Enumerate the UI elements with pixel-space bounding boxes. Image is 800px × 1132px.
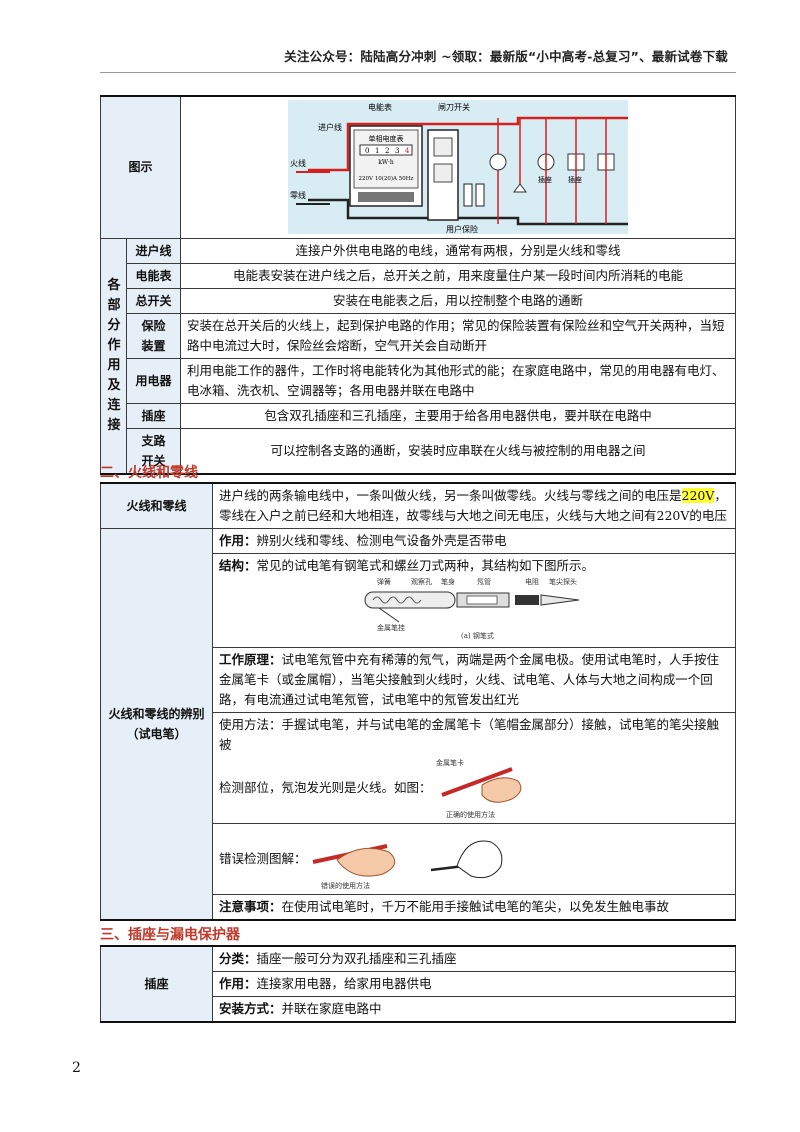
wrong-usage-figure-2 [430, 840, 502, 879]
row-name: 电能表 [125, 262, 182, 289]
voltage-highlight: 220V [681, 488, 715, 503]
row-name: 支路开关 [125, 427, 182, 474]
meter-title: 单相电度表 [369, 134, 404, 143]
row-desc: 电能表安装在进户线之后，总开关之前，用来度量住户某一段时间内所消耗的电能 [180, 262, 736, 289]
tester-principle: 工作原理：试电笔氖管中充有稀薄的氖气，两端是两个金属电极。使用试电笔时，人手按住… [212, 647, 736, 713]
part-label: 观察孔 [411, 577, 432, 586]
field-text: 并联在家庭电路中 [281, 1001, 382, 1016]
live-neutral-label: 火线和零线 [100, 482, 213, 529]
field-text: 检测部位，氖泡发光则是火线。如图： [219, 780, 432, 795]
socket-row: 安装方式：并联在家庭电路中 [212, 996, 736, 1023]
tester-method: 使用方法：手握试电笔，并与试电笔的金属笔卡（笔帽金属部分）接触，试电笔的笔尖接触… [212, 712, 736, 824]
diagram-label: 图示 [99, 95, 182, 239]
row-name: 用电器 [125, 357, 182, 404]
tester-note: 注意事项：在使用试电笔时，千万不能用手接触试电笔的笔尖，以免发生触电事故 [212, 894, 736, 921]
field-title: 结构： [219, 558, 257, 573]
socket-label: 插座 [100, 945, 213, 1023]
group-label: 各部分作用及连接 [100, 237, 127, 474]
household-circuit-diagram: 单相电度表 0 1 2 3 4 kW·h 220V 10(20)A 50Hz 电… [288, 100, 628, 235]
tester-label: 火线和零线的辨别 （试电笔） [100, 528, 213, 921]
row-name-text: 支路开关 [141, 433, 166, 468]
meter-digit: 2 [385, 147, 389, 155]
row-name-text: 保险装置 [141, 318, 166, 353]
section-title: 三、插座与漏电保护器 [100, 927, 240, 943]
field-title: 分类： [219, 951, 257, 966]
meter-digit: 0 [365, 147, 369, 155]
row-name: 插座 [125, 402, 182, 429]
socket-row: 分类：插座一般可分为双孔插座和三孔插座 [212, 945, 736, 972]
household-circuit-table: 图示 单相电度表 0 1 2 [99, 95, 736, 475]
part-label: 氖管 [477, 577, 491, 586]
part-label: 电阻 [525, 577, 539, 586]
part-label: 笔尖探头 [549, 577, 577, 586]
field-text: 试电笔氖管中充有稀薄的氖气，两端是两个金属电极。使用试电笔时，人手按住金属笔卡（… [219, 652, 720, 707]
tester-wrong: 错误检测图解： 错误的使用方法 [212, 823, 736, 895]
pen-tester-figure: 弹簧 观察孔 笔身 氖管 电阻 笔尖探头 金属笔挂 (a) 钢笔式 [364, 577, 580, 640]
socket-table: 插座 分类：插座一般可分为双孔插座和三孔插座 作用：连接家用电器，给家用电器供电… [100, 945, 736, 1023]
field-title: 注意事项： [219, 899, 282, 914]
row-desc: 利用电能工作的器件，工作时将电能转化为其他形式的能；在家庭电路中，常见的用电器有… [180, 357, 736, 404]
row-desc: 安装在电能表之后，用以控制整个电路的通断 [180, 287, 736, 314]
meter-digit: 1 [375, 147, 379, 155]
field-title: 作用： [219, 533, 257, 548]
part-label: 笔身 [441, 577, 455, 586]
part-label: 金属笔挂 [377, 623, 405, 632]
row-name: 进户线 [125, 237, 182, 264]
row-name: 总开关 [125, 287, 182, 314]
tester-label-line: 火线和零线的辨别 [108, 707, 205, 721]
socket-row: 作用：连接家用电器，给家用电器供电 [212, 971, 736, 997]
neutral-wire-label: 零线 [290, 190, 306, 200]
row-desc: 安装在总开关后的火线上，起到保护电路的作用；常见的保险装置有保险丝和空气开关两种… [180, 312, 736, 359]
field-text: 在使用试电笔时，千万不能用手接触试电笔的笔尖，以免发生触电事故 [281, 899, 670, 914]
meter-digit: 4 [405, 147, 410, 155]
row-name: 保险装置 [125, 312, 182, 359]
socket-label-2: 插座 [568, 175, 582, 184]
live-wire-label: 火线 [290, 158, 306, 168]
group-label-text: 各部分作用及连接 [107, 277, 121, 433]
meter-digit: 3 [395, 147, 399, 155]
correct-usage-figure: 金属笔卡 正确的使用方法 [436, 758, 521, 819]
meter-spec: 220V 10(20)A 50Hz [359, 175, 414, 182]
live-neutral-table: 火线和零线 进户线的两条输电线中，一条叫做火线，另一条叫做零线。火线与零线之间的… [100, 482, 736, 921]
tester-label-line: （试电笔） [126, 727, 187, 741]
meter-unit: kW·h [378, 159, 394, 166]
live-neutral-desc: 进户线的两条输电线中，一条叫做火线，另一条叫做零线。火线与零线之间的电压是220… [212, 482, 736, 529]
wrong-usage-figure: 错误的使用方法 [312, 844, 395, 890]
field-text: 连接家用电器，给家用电器供电 [256, 976, 432, 991]
tester-structure: 结构：常见的试电笔有钢笔式和螺丝刀式两种，其结构如下图所示。 弹簧 观察孔 笔身… [212, 553, 736, 648]
socket-label: 插座 [538, 175, 552, 184]
tester-use: 作用：辨别火线和零线、检测电气设备外壳是否带电 [212, 528, 736, 554]
page-header: 关注公众号：陆陆高分冲刺 ~领取：最新版“小中高考-总复习”、最新试卷下载 [284, 49, 728, 64]
knife-switch-label: 闸刀开关 [438, 102, 470, 112]
row-desc: 连接户外供电电路的电线，通常有两根，分别是火线和零线 [180, 237, 736, 264]
part-label: 金属笔卡 [436, 758, 464, 767]
meter-digits: 0 1 2 3 4 [359, 144, 413, 156]
figure-caption: (a) 钢笔式 [461, 631, 494, 640]
desc-text: 进户线的两条输电线中，一条叫做火线，另一条叫做零线。火线与零线之间的电压是 [219, 488, 682, 503]
section-title: 二、火线和零线 [100, 465, 198, 481]
field-title: 作用： [219, 976, 257, 991]
figure-caption: 错误的使用方法 [321, 881, 370, 890]
header-rule [100, 72, 736, 73]
field-text: 插座一般可分为双孔插座和三孔插座 [256, 951, 457, 966]
row-desc: 可以控制各支路的通断，安装时应串联在火线与被控制的用电器之间 [180, 427, 736, 474]
meter-label: 电能表 [368, 102, 392, 112]
field-title: 安装方式： [219, 1001, 282, 1016]
diagram-cell: 单相电度表 0 1 2 3 4 kW·h 220V 10(20)A 50Hz 电… [180, 95, 736, 239]
figure-caption: 正确的使用方法 [446, 810, 495, 819]
row-desc: 包含双孔插座和三孔插座，主要用于给各用电器供电，要并联在电路中 [180, 402, 736, 429]
desc-text: ，零线在入户之前已经和大地相连，故零线与大地之间无电压，火线与大地之间有220V… [219, 488, 727, 523]
fuse-label: 用户保险 [446, 224, 478, 234]
field-text: 常见的试电笔有钢笔式和螺丝刀式两种，其结构如下图所示。 [256, 558, 595, 573]
field-title: 工作原理： [219, 652, 282, 667]
field-text: 使用方法：手握试电笔，并与试电笔的金属笔卡（笔帽金属部分）接触，试电笔的笔尖接触… [219, 717, 720, 752]
field-text: 辨别火线和零线、检测电气设备外壳是否带电 [256, 533, 507, 548]
field-text: 错误检测图解： [219, 851, 307, 866]
service-line-label: 进户线 [318, 122, 342, 132]
part-label: 弹簧 [377, 577, 391, 586]
page-number: 2 [72, 1060, 81, 1076]
